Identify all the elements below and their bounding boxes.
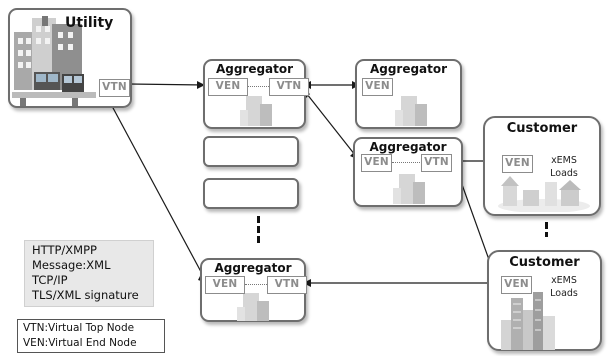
- customer-top-loads-label: Loads: [550, 168, 578, 179]
- legend-ven: VEN:Virtual End Node: [23, 337, 137, 349]
- protocol-line: TLS/XML signature: [32, 288, 139, 302]
- office-building-icon: [393, 174, 425, 204]
- legend-box: VTN:Virtual Top Node VEN:Virtual End Nod…: [17, 319, 165, 353]
- customer-bottom-title: Customer: [509, 255, 580, 270]
- houses-icon: [498, 176, 590, 212]
- link-agg-top-agg-mid: [302, 88, 360, 161]
- aggregator-mid: Aggregator VEN VTN: [353, 137, 463, 207]
- aggregator-leaf-top-ven-tag: VEN: [362, 78, 393, 96]
- protocol-line: Message:XML: [32, 258, 111, 272]
- more-customers-ellipsis: [545, 222, 548, 240]
- aggregator-mid-vtn-tag: VTN: [421, 154, 452, 172]
- customer-bottom-ven-tag: VEN: [501, 276, 532, 294]
- aggregator-top-title: Aggregator: [215, 62, 294, 76]
- office-building-icon: [240, 96, 272, 126]
- protocol-stack-box: HTTP/XMPP Message:XML TCP/IP TLS/XML sig…: [24, 240, 154, 307]
- aggregator-placeholder-1: [203, 136, 299, 167]
- customer-top-ems: xEMS Loads: [544, 154, 584, 180]
- aggregator-top-vtn-tag: VTN: [269, 78, 309, 96]
- customer-bottom-ems: xEMS Loads: [544, 274, 584, 300]
- aggregator-bottom: Aggregator VEN VTN: [200, 258, 307, 322]
- more-aggregators-ellipsis: [257, 216, 260, 246]
- link-utility-agg-bottom: [104, 92, 208, 284]
- aggregator-top-link: [248, 86, 269, 87]
- customer-top: Customer VEN xEMS Loads: [483, 116, 601, 216]
- utility-vtn-tag: VTN: [99, 79, 130, 97]
- utility-title: Utility: [65, 15, 114, 31]
- aggregator-mid-link: [392, 162, 420, 163]
- customer-bottom-loads-label: Loads: [550, 288, 578, 299]
- customer-top-ems-label: xEMS: [551, 155, 577, 166]
- aggregator-bottom-link: [245, 284, 267, 285]
- protocol-line: HTTP/XMPP: [32, 243, 97, 257]
- aggregator-placeholder-2: [203, 178, 299, 209]
- aggregator-leaf-top: Aggregator VEN: [355, 59, 462, 129]
- customer-bottom-ems-label: xEMS: [551, 275, 577, 286]
- office-building-icon: [395, 96, 427, 126]
- aggregator-bottom-title: Aggregator: [214, 261, 292, 275]
- customer-top-ven-tag: VEN: [502, 155, 533, 173]
- office-building-icon: [237, 293, 269, 321]
- utility-building-icon: [12, 16, 96, 106]
- aggregator-mid-ven-tag: VEN: [361, 154, 392, 172]
- customer-bottom: Customer VEN xEMS Loads: [487, 250, 602, 351]
- aggregator-top: Aggregator VEN VTN: [203, 59, 309, 129]
- customer-top-title: Customer: [506, 121, 578, 136]
- aggregator-leaf-top-title: Aggregator: [369, 62, 448, 76]
- aggregator-bottom-vtn-tag: VTN: [267, 276, 307, 294]
- protocol-line: TCP/IP: [32, 273, 68, 287]
- legend-vtn: VTN:Virtual Top Node: [23, 322, 135, 334]
- link-utility-agg-top: [128, 83, 206, 86]
- utility-node: Utility VTN: [8, 8, 132, 108]
- city-skyscrapers-icon: [501, 292, 555, 350]
- aggregator-mid-title: Aggregator: [369, 140, 447, 154]
- aggregator-top-ven-tag: VEN: [208, 78, 248, 96]
- aggregator-bottom-ven-tag: VEN: [205, 276, 245, 294]
